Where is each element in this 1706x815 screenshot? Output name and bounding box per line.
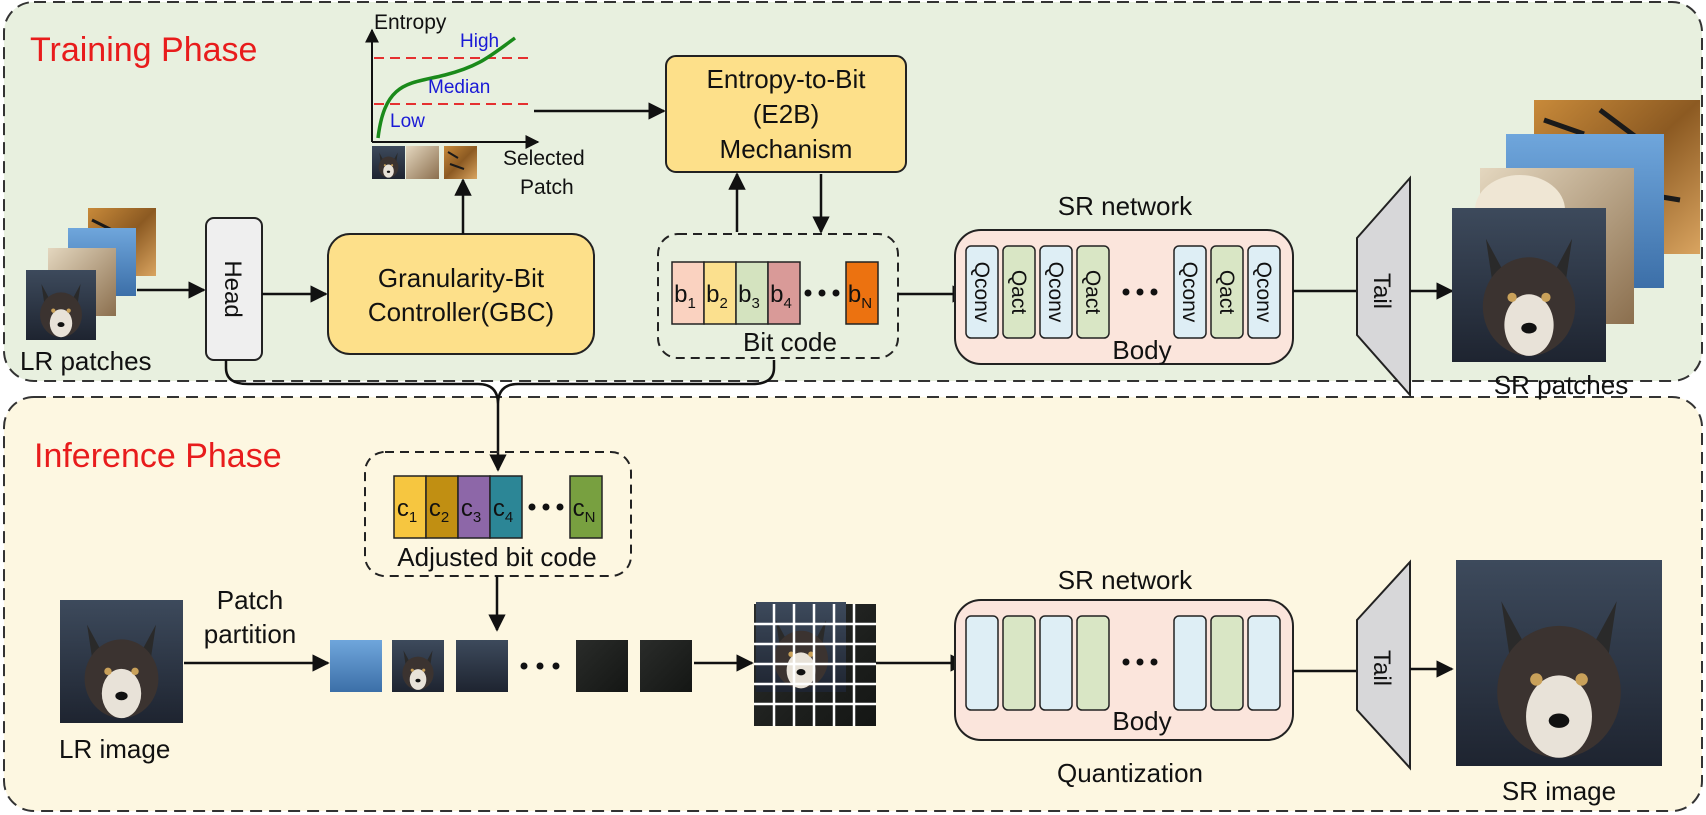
e2b-block bbox=[665, 55, 907, 173]
inference-body-label: Body bbox=[1112, 706, 1171, 736]
bit-code-cells: b1 b2 b3 b4 bN bbox=[671, 261, 879, 325]
conv-block bbox=[1173, 615, 1207, 711]
head-block bbox=[205, 217, 263, 361]
bit-cell bbox=[767, 261, 801, 325]
adjusted-cell-n bbox=[569, 475, 603, 539]
adjusted-cell-label: c2 bbox=[429, 495, 449, 526]
tail-block bbox=[1356, 175, 1411, 398]
adjusted-bit-code-cells: c1 c2 c3 c4 cN bbox=[393, 475, 603, 539]
bit-cell-label: b2 bbox=[706, 281, 728, 312]
partitioned-patches bbox=[330, 640, 692, 692]
block-label: Qact bbox=[1215, 270, 1238, 315]
block-label: Qconv bbox=[1178, 262, 1201, 323]
lr-patches-stack bbox=[26, 208, 156, 340]
qact-block bbox=[1210, 245, 1244, 339]
entropy-chart bbox=[365, 28, 540, 149]
patch-partition-line2: partition bbox=[204, 619, 297, 649]
head-label: Head bbox=[219, 260, 246, 317]
act-block bbox=[1210, 615, 1244, 711]
inference-tail-label: Tail bbox=[1368, 650, 1395, 686]
conv-block bbox=[965, 615, 999, 711]
bit-cell-label: b4 bbox=[770, 281, 792, 312]
block-label: Qact bbox=[1081, 270, 1104, 315]
inference-phase-title: Inference Phase bbox=[34, 437, 282, 475]
block-label: Qconv bbox=[970, 262, 993, 323]
sr-patches-label: SR patches bbox=[1494, 370, 1628, 400]
inference-tail-block bbox=[1356, 559, 1411, 771]
sr-patches-stack bbox=[1452, 100, 1700, 362]
selected-patch-thumbnails bbox=[372, 146, 477, 179]
inference-sr-network-label: SR network bbox=[1058, 565, 1193, 595]
lr-patches-label: LR patches bbox=[20, 346, 152, 376]
qconv-block bbox=[1173, 245, 1207, 339]
quantized-blocks: Qconv Qact Qconv Qact Qconv Qact Qconv bbox=[965, 245, 1281, 339]
block-label: Qconv bbox=[1044, 262, 1067, 323]
lr-image-label: LR image bbox=[59, 734, 170, 764]
act-block bbox=[1002, 615, 1036, 711]
ellipsis-icon bbox=[520, 662, 560, 670]
inference-blocks bbox=[965, 615, 1281, 711]
selected-label: Selected bbox=[503, 147, 585, 170]
adjusted-cell bbox=[393, 475, 427, 539]
gbc-block bbox=[327, 233, 595, 355]
patch-grid-image bbox=[754, 602, 876, 726]
adjusted-cell bbox=[489, 475, 523, 539]
e2b-label-line2: (E2B) bbox=[753, 99, 819, 129]
adjusted-cell-label: c1 bbox=[397, 495, 417, 526]
adjusted-cell-label: c3 bbox=[461, 495, 481, 526]
bit-cell-label: b1 bbox=[674, 281, 696, 312]
patch-label: Patch bbox=[520, 176, 574, 199]
training-phase-title: Training Phase bbox=[30, 31, 257, 69]
act-block bbox=[1076, 615, 1110, 711]
bit-cell-label: b3 bbox=[738, 281, 760, 312]
e2b-label-line3: Mechanism bbox=[720, 134, 853, 164]
qconv-block bbox=[965, 245, 999, 339]
ellipsis-icon bbox=[528, 503, 564, 511]
entropy-median-label: Median bbox=[428, 77, 490, 98]
bit-code-group bbox=[657, 233, 899, 359]
block-label: Qconv bbox=[1252, 262, 1275, 323]
qact-block bbox=[1076, 245, 1110, 339]
ellipsis-icon bbox=[804, 289, 840, 297]
lr-image bbox=[60, 600, 183, 723]
sr-network-label: SR network bbox=[1058, 191, 1193, 221]
quantization-label: Quantization bbox=[1057, 758, 1203, 788]
qconv-block bbox=[1039, 245, 1073, 339]
body-label: Body bbox=[1112, 335, 1171, 365]
bit-code-label: Bit code bbox=[743, 327, 837, 357]
ellipsis-icon bbox=[1122, 658, 1158, 666]
conv-block bbox=[1247, 615, 1281, 711]
ellipsis-icon bbox=[1122, 288, 1158, 296]
sr-image bbox=[1456, 560, 1662, 766]
adjusted-cell bbox=[425, 475, 459, 539]
bit-cell-n-label: bN bbox=[848, 281, 872, 312]
entropy-axis-label: Entropy bbox=[374, 11, 447, 34]
gbc-label-line2: Controller(GBC) bbox=[368, 297, 554, 327]
block-label: Qact bbox=[1007, 270, 1030, 315]
entropy-high-label: High bbox=[460, 31, 499, 52]
sr-image-label: SR image bbox=[1502, 776, 1616, 806]
qconv-block bbox=[1247, 245, 1281, 339]
conv-block bbox=[1039, 615, 1073, 711]
patch-partition-line1: Patch bbox=[217, 585, 284, 615]
adjusted-cell-n-label: cN bbox=[573, 495, 596, 526]
bit-cell-n bbox=[845, 261, 879, 325]
entropy-low-label: Low bbox=[390, 111, 425, 132]
adjusted-bit-code-label: Adjusted bit code bbox=[397, 542, 596, 572]
bit-cell bbox=[703, 261, 737, 325]
adjusted-cell-label: c4 bbox=[493, 495, 513, 526]
qact-block bbox=[1002, 245, 1036, 339]
gbc-label-line1: Granularity-Bit bbox=[378, 263, 545, 293]
tail-label: Tail bbox=[1368, 273, 1395, 309]
e2b-label-line1: Entropy-to-Bit bbox=[707, 64, 867, 94]
